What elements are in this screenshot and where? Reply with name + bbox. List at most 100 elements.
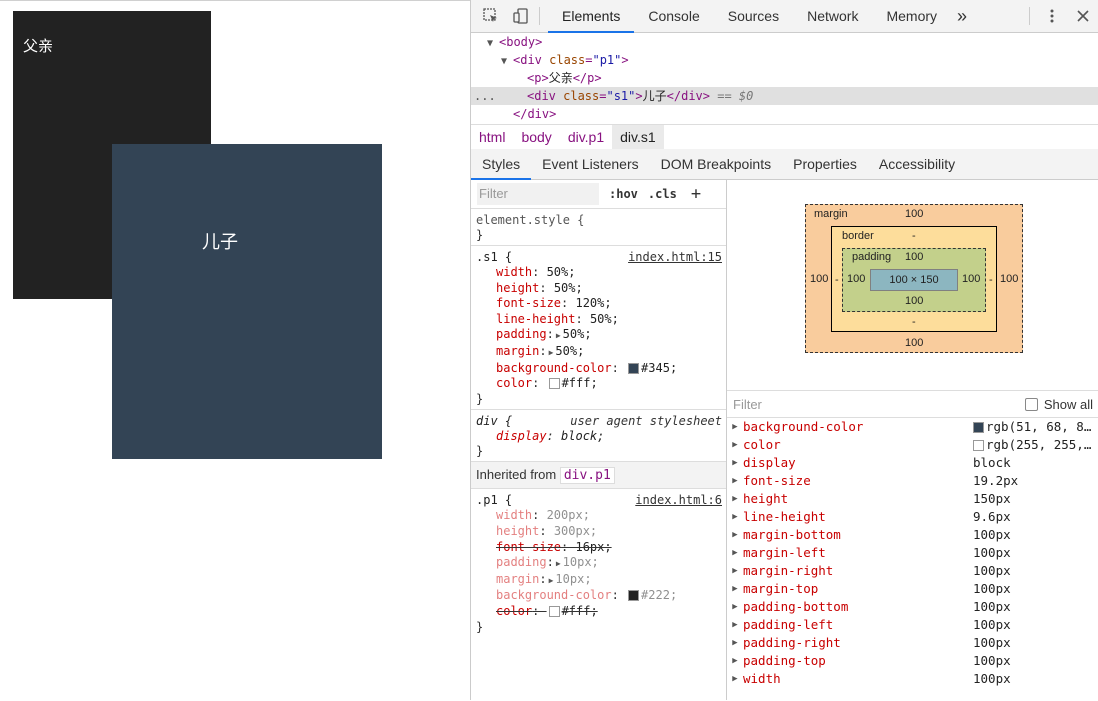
node-menu-dots[interactable]: ... (474, 89, 496, 103)
tab-dom-breakpoints[interactable]: DOM Breakpoints (660, 156, 772, 172)
border-left-value[interactable]: - (835, 274, 839, 286)
more-options-icon[interactable] (1042, 6, 1062, 26)
breadcrumb-body[interactable]: body (521, 129, 552, 145)
sidebar-tabs: Styles Event Listeners DOM Breakpoints P… (471, 149, 1098, 180)
margin-left-value[interactable]: 100 (810, 273, 829, 285)
child-text: 儿子 (202, 232, 238, 253)
prop-height: height: 300px; (496, 523, 598, 538)
dom-node-body[interactable]: ▼<body> (487, 35, 543, 49)
prop-background-color: background-color: #222; (496, 588, 678, 603)
color-swatch[interactable] (628, 362, 640, 374)
margin-top-value[interactable]: 100 (905, 208, 924, 220)
inherited-from-link[interactable]: div.p1 (559, 467, 615, 485)
border-bottom-value[interactable]: - (912, 316, 916, 328)
s1-selector[interactable]: .s1 { (476, 250, 513, 264)
more-tabs-button[interactable]: » (957, 6, 968, 26)
padding-left-value[interactable]: 100 (847, 273, 866, 285)
element-style-rule: element.style { } (471, 209, 726, 246)
close-icon[interactable] (1073, 6, 1093, 26)
padding-right-value[interactable]: 100 (962, 273, 981, 285)
prop-padding[interactable]: padding:▶50%; (496, 327, 592, 342)
element-style-selector[interactable]: element.style { (476, 213, 585, 227)
box-model-content[interactable]: 100 × 150 (870, 269, 958, 291)
tab-styles[interactable]: Styles (471, 149, 532, 180)
devtools-toolbar: Elements Console Sources Network Memory … (471, 0, 1098, 33)
hover-state-button[interactable]: :hov (609, 187, 638, 201)
box-model-padding[interactable]: padding 100 100 100 100 100 × 150 (842, 248, 986, 312)
child-box: 儿子 (112, 144, 382, 459)
inspect-element-icon[interactable] (481, 6, 501, 26)
breadcrumb-div-p1[interactable]: div.p1 (567, 129, 605, 145)
prop-width[interactable]: width: 50%; (496, 265, 576, 279)
prop-padding: padding:▶10px; (496, 555, 599, 570)
prop-margin[interactable]: margin:▶50%; (496, 343, 585, 358)
show-all-toggle[interactable]: Show all (1024, 397, 1093, 412)
s1-rule: .s1 { index.html:15 width: 50%; height: … (471, 246, 726, 410)
s1-source-link[interactable]: index.html:15 (628, 250, 722, 264)
tab-event-listeners[interactable]: Event Listeners (542, 156, 639, 172)
margin-bottom-value[interactable]: 100 (905, 337, 924, 349)
class-toggle-button[interactable]: .cls (647, 187, 677, 201)
inherited-header: Inherited from div.p1 (471, 462, 726, 490)
border-right-value[interactable]: - (989, 274, 993, 286)
ua-source: user agent stylesheet (570, 413, 722, 428)
dom-node-div-p1[interactable]: ▼<div class="p1"> (501, 53, 629, 67)
show-all-checkbox[interactable] (1024, 397, 1038, 411)
ua-selector: div { (476, 413, 513, 428)
prop-height[interactable]: height: 50%; (496, 280, 583, 295)
styles-filter-input[interactable]: Filter (477, 183, 599, 205)
prop-font-size: font-size: 16px; (496, 539, 612, 554)
toolbar-divider (1029, 7, 1030, 25)
new-rule-button[interactable]: + (690, 184, 702, 204)
p1-selector[interactable]: .p1 { (476, 493, 513, 508)
tab-accessibility[interactable]: Accessibility (878, 156, 956, 172)
p1-source-link[interactable]: index.html:6 (635, 493, 722, 508)
ua-rule: div { user agent stylesheet display: blo… (471, 410, 726, 463)
prop-color: color: #fff; (496, 603, 598, 618)
inherited-label: Inherited from (476, 467, 557, 483)
prop-font-size[interactable]: font-size: 120%; (496, 296, 612, 311)
margin-right-value[interactable]: 100 (1000, 273, 1019, 285)
rule-close-brace: } (476, 444, 484, 459)
tab-network[interactable]: Network (807, 8, 859, 24)
tab-elements[interactable]: Elements (548, 0, 635, 33)
padding-top-value[interactable]: 100 (905, 251, 924, 263)
device-toolbar-icon[interactable] (511, 6, 531, 26)
tab-properties[interactable]: Properties (793, 156, 857, 172)
border-top-value[interactable]: - (912, 230, 916, 242)
prop-line-height[interactable]: line-height: 50%; (496, 311, 619, 326)
prop-width: width: 200px; (496, 508, 590, 523)
tab-console[interactable]: Console (648, 8, 700, 24)
box-model-margin[interactable]: margin 100 100 100 100 border - - - - pa… (805, 204, 1023, 353)
padding-bottom-value[interactable]: 100 (905, 295, 924, 307)
devtools-panel: Elements Console Sources Network Memory … (470, 0, 1098, 700)
dom-node-div-s1[interactable]: ... <div class="s1">儿子</div> == $0 (471, 87, 1098, 105)
color-swatch[interactable] (548, 378, 560, 390)
box-model-border[interactable]: border - - - - padding 100 100 100 100 1… (831, 226, 997, 332)
dom-node-p[interactable]: <p>父亲</p> (527, 71, 602, 85)
breadcrumb-div-s1[interactable]: div.s1 (612, 125, 664, 149)
tab-sources[interactable]: Sources (727, 8, 780, 24)
prop-background-color[interactable]: background-color: #345; (496, 360, 678, 375)
color-swatch (628, 590, 640, 602)
breadcrumb-html[interactable]: html (479, 129, 506, 145)
tab-memory[interactable]: Memory (886, 8, 938, 24)
prop-color[interactable]: color: #fff; (496, 376, 598, 391)
computed-filter-input[interactable]: Filter (733, 396, 762, 412)
dom-node-div-close[interactable]: </div> (513, 107, 557, 121)
